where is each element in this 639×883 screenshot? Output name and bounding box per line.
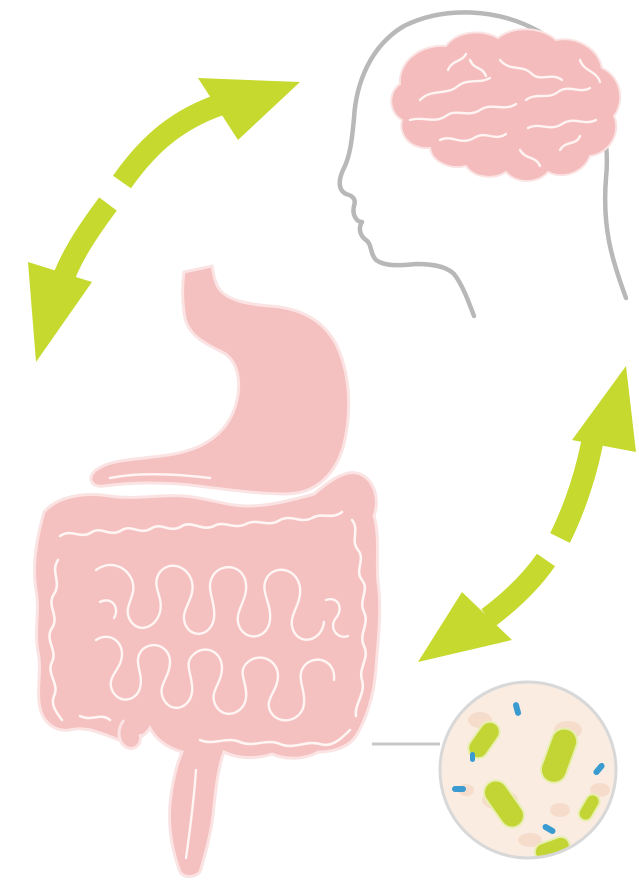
arrow-upper-segment: [122, 104, 222, 182]
intestines-icon: [34, 473, 379, 877]
gut-bacteria-icon: [440, 682, 616, 864]
brain-shape: [391, 29, 620, 181]
arrow-right-lower-segment: [488, 560, 546, 618]
stomach-icon: [91, 266, 349, 494]
brain-icon: [391, 29, 620, 181]
arrow-right-upper-segment: [560, 432, 594, 538]
arrow-right-upper-head: [572, 366, 636, 452]
arrow-lower-head: [28, 262, 92, 362]
stomach-shape: [91, 266, 349, 494]
arrow-brain-microbiome-icon: [418, 366, 636, 662]
large-intestine: [34, 473, 379, 877]
